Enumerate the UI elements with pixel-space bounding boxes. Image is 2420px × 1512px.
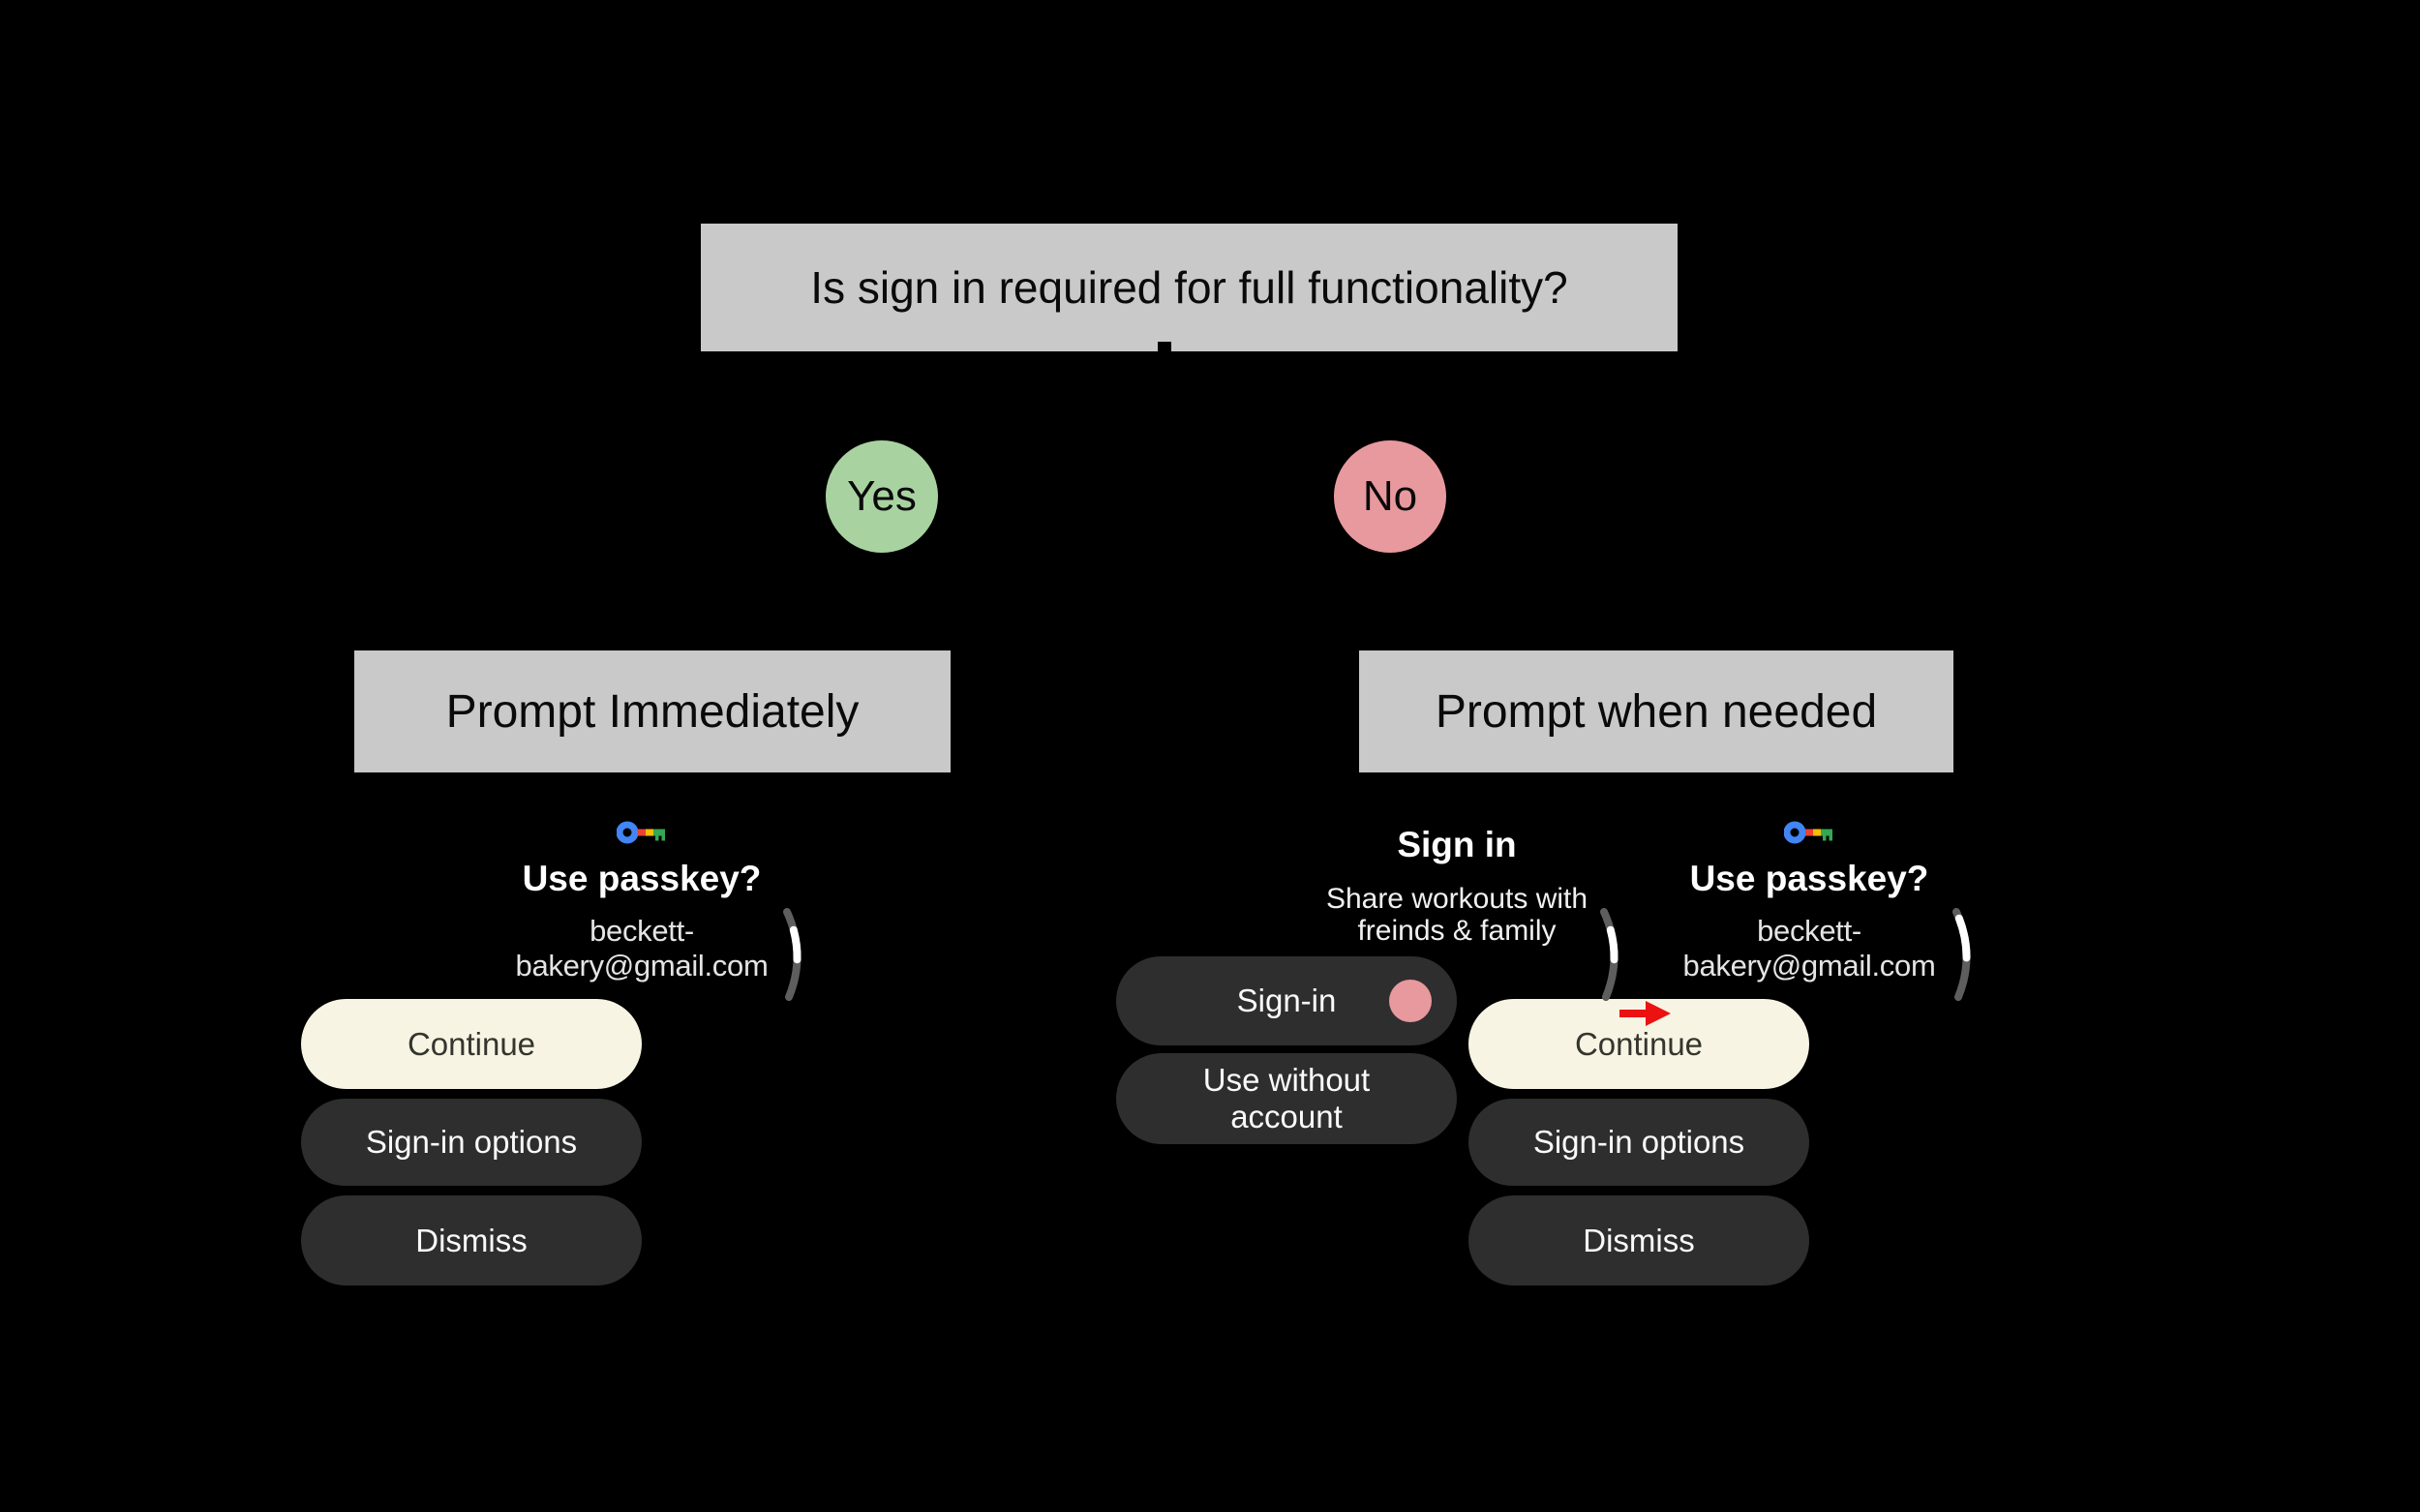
yes-node: Yes — [826, 440, 938, 553]
signin-options-button[interactable]: Sign-in options — [1468, 1099, 1809, 1186]
dismiss-button[interactable]: Dismiss — [301, 1195, 642, 1285]
watch-screen-signin: Sign in Share workouts with freinds & fa… — [1116, 813, 1627, 1316]
continue-button[interactable]: Continue — [301, 999, 642, 1089]
signin-subtitle-line1: Share workouts with — [1325, 883, 1588, 915]
yes-label: Yes — [847, 472, 917, 520]
signin-title: Sign in — [1397, 825, 1517, 864]
dismiss-button-label: Dismiss — [415, 1222, 528, 1258]
connector-stub — [1158, 342, 1171, 351]
passkey-key-icon — [1784, 821, 1832, 844]
passkey-title: Use passkey? — [522, 859, 762, 898]
account-email-line2: bakery@gmail.com — [515, 949, 769, 983]
signin-options-button-label: Sign-in options — [365, 1124, 578, 1160]
scroll-indicator-arc[interactable] — [1597, 908, 1626, 1001]
watch-screen-passkey-left: Use passkey? beckett- bakery@gmail.com C… — [301, 813, 812, 1316]
signin-subtitle-line2: freinds & family — [1357, 915, 1557, 947]
no-node: No — [1334, 440, 1446, 553]
dismiss-button-label: Dismiss — [1583, 1222, 1695, 1258]
account-email-line1: beckett- — [590, 914, 694, 948]
continue-button-label: Continue — [407, 1025, 536, 1062]
dismiss-button[interactable]: Dismiss — [1468, 1195, 1809, 1285]
watch-screen-passkey-right: Use passkey? beckett- bakery@gmail.com C… — [1468, 813, 1980, 1316]
tap-indicator-dot — [1389, 980, 1432, 1022]
continue-button-label: Continue — [1574, 1025, 1704, 1062]
red-arrow-right-icon — [1619, 1001, 1671, 1026]
scroll-indicator-arc[interactable] — [780, 908, 809, 1001]
use-without-account-button[interactable]: Use without account — [1116, 1053, 1457, 1144]
outcome-box-prompt-when-needed: Prompt when needed — [1359, 650, 1953, 772]
signin-button-label: Sign-in — [1236, 983, 1337, 1018]
account-email-line2: bakery@gmail.com — [1682, 949, 1936, 983]
question-box: Is sign in required for full functionali… — [701, 224, 1678, 351]
scroll-indicator-arc[interactable] — [1950, 908, 1979, 1001]
outcome-right-text: Prompt when needed — [1435, 685, 1878, 738]
use-without-account-label-line1: Use without — [1202, 1062, 1371, 1098]
account-email-line1: beckett- — [1757, 914, 1861, 948]
no-label: No — [1362, 472, 1418, 520]
signin-options-button[interactable]: Sign-in options — [301, 1099, 642, 1186]
outcome-left-text: Prompt Immediately — [445, 685, 860, 738]
use-without-account-label-line2: account — [1230, 1099, 1343, 1134]
signin-options-button-label: Sign-in options — [1532, 1124, 1745, 1160]
passkey-title: Use passkey? — [1689, 859, 1929, 898]
passkey-key-icon — [617, 821, 665, 844]
signin-button[interactable]: Sign-in — [1116, 956, 1457, 1045]
question-text: Is sign in required for full functionali… — [810, 262, 1568, 313]
outcome-box-prompt-immediately: Prompt Immediately — [354, 650, 951, 772]
